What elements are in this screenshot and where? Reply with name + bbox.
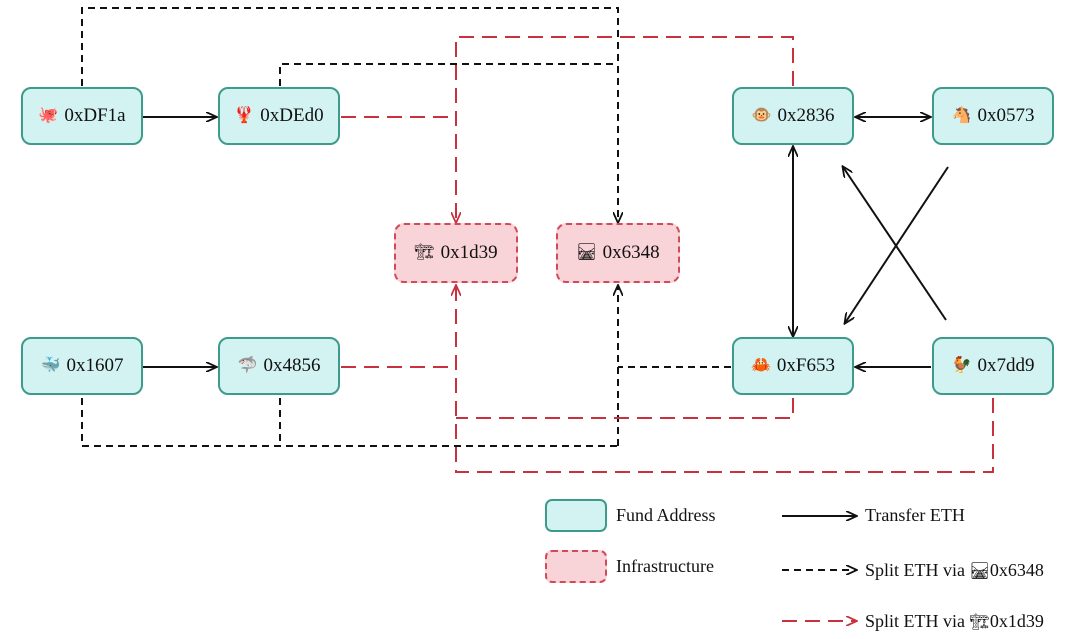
node-label: 0x7dd9 xyxy=(977,355,1035,376)
legend-infra-label: Infrastructure xyxy=(616,556,714,576)
node-label: 0x1d39 xyxy=(440,242,498,263)
legend-fund-swatch xyxy=(545,499,607,532)
legend-infra-swatch xyxy=(545,550,607,583)
crane-icon: 🏗 xyxy=(969,614,990,631)
octopus-icon: 🐙 xyxy=(38,107,59,124)
node-0x6348: 🛤 0x6348 xyxy=(556,223,680,283)
node-0x0573: 🐴 0x0573 xyxy=(932,87,1054,145)
node-0x1607: 🐳 0x1607 xyxy=(21,337,143,395)
node-0xf653: 🦀 0xF653 xyxy=(732,337,854,395)
transfer-7dd9-to-2836 xyxy=(843,167,947,321)
node-label: 0x2836 xyxy=(777,105,835,126)
node-0x2836: 🐵 0x2836 xyxy=(732,87,854,145)
railway-track-icon: 🛤 xyxy=(969,563,990,580)
node-label: 0x4856 xyxy=(263,355,321,376)
whale-icon: 🐳 xyxy=(40,357,61,374)
legend-split6348-addr: 0x6348 xyxy=(989,560,1044,580)
legend-split1d39-addr: 0x1d39 xyxy=(989,611,1044,631)
node-0xded0: 🦞 0xDEd0 xyxy=(218,87,340,145)
monkey-icon: 🐵 xyxy=(751,107,772,124)
node-0x4856: 🦈 0x4856 xyxy=(218,337,340,395)
node-0x1d39: 🏗 0x1d39 xyxy=(394,223,518,283)
node-label: 0x6348 xyxy=(602,242,660,263)
railway-track-icon: 🛤 xyxy=(576,244,597,261)
split1d39-from-2836 xyxy=(456,36,794,222)
transfer-0573-to-F653 xyxy=(845,166,949,323)
node-label: 0x0573 xyxy=(977,105,1035,126)
legend-split6348-label: Split ETH via 🛤0x6348 xyxy=(865,560,1044,581)
legend-transfer-label: Transfer ETH xyxy=(865,505,965,525)
rooster-icon: 🐓 xyxy=(951,357,972,374)
node-label: 0xDEd0 xyxy=(260,105,324,126)
split1d39-from-F653 xyxy=(456,398,794,419)
crab-icon: 🦀 xyxy=(751,357,771,374)
node-label: 0xF653 xyxy=(776,355,835,376)
shark-icon: 🦈 xyxy=(237,357,258,374)
node-0xdf1a: 🐙 0xDF1a xyxy=(21,87,143,145)
crane-icon: 🏗 xyxy=(414,244,435,261)
node-0x7dd9: 🐓 0x7dd9 xyxy=(932,337,1054,395)
legend-split6348-prefix: Split ETH via xyxy=(865,560,965,580)
split6348-from-dEd0 xyxy=(279,63,618,86)
node-label: 0x1607 xyxy=(66,355,124,376)
node-label: 0xDF1a xyxy=(64,105,126,126)
split6348-from-1607 xyxy=(81,398,618,447)
lobster-icon: 🦞 xyxy=(234,107,255,124)
split1d39-from-7dd9 xyxy=(456,286,994,473)
legend-fund-label: Fund Address xyxy=(616,505,716,525)
legend-split1d39-label: Split ETH via 🏗0x1d39 xyxy=(865,611,1044,632)
split6348-from-dF1a xyxy=(81,7,618,222)
legend-split1d39-prefix: Split ETH via xyxy=(865,611,965,631)
horse-icon: 🐴 xyxy=(951,107,972,124)
